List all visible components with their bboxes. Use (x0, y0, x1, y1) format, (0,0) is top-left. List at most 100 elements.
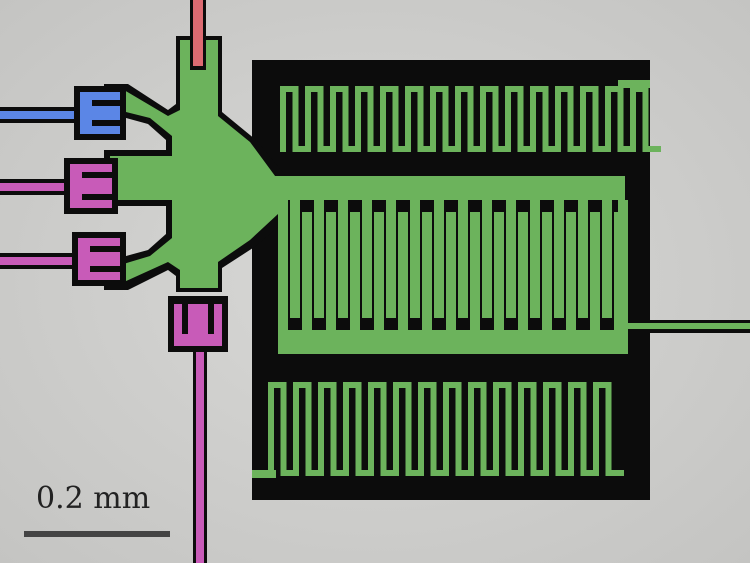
upper-meander-bottom (392, 146, 411, 152)
finger-down (482, 200, 492, 318)
finger-down (362, 200, 372, 318)
upper-meander-top (480, 86, 499, 92)
pad-magenta-bottom (168, 296, 228, 352)
upper-meander-bottom (492, 146, 511, 152)
lower-meander-left (293, 382, 299, 476)
finger-down (458, 200, 468, 318)
lower-meander-top (443, 382, 462, 388)
lower-meander-bottom (455, 470, 474, 476)
upper-meander-top (355, 86, 374, 92)
finger-down (386, 200, 396, 318)
finger-down (314, 200, 324, 318)
finger-down (338, 200, 348, 318)
lower-meander-right (330, 382, 337, 476)
upper-meander-top (430, 86, 449, 92)
lower-meander-left (518, 382, 524, 476)
lower-meander-top (268, 382, 287, 388)
upper-meander-left (580, 86, 586, 152)
lower-meander-right (580, 382, 587, 476)
output-line (625, 323, 750, 329)
center-bus-bottom (278, 330, 628, 354)
upper-meander-right (492, 86, 499, 152)
finger-up (614, 212, 624, 330)
upper-meander-right (317, 86, 324, 152)
upper-meander-lead (618, 80, 650, 88)
upper-meander-left (405, 86, 411, 152)
finger-up (422, 212, 432, 330)
lower-meander-top (318, 382, 337, 388)
lower-meander-top (543, 382, 562, 388)
finger-down (578, 200, 588, 318)
upper-meander-bottom (642, 146, 661, 152)
upper-meander-left (455, 86, 461, 152)
lower-meander-right (380, 382, 387, 476)
red-line (193, 0, 203, 66)
lower-meander-bottom (405, 470, 424, 476)
pad-blue (74, 86, 126, 140)
scale-bar (24, 531, 170, 537)
upper-meander-bottom (467, 146, 486, 152)
lower-meander-top (568, 382, 587, 388)
lower-meander-left (368, 382, 374, 476)
lower-meander-right (530, 382, 537, 476)
finger-down (290, 200, 300, 318)
upper-meander-bottom (417, 146, 436, 152)
finger-up (374, 212, 384, 330)
center-bus-top (250, 176, 625, 200)
upper-meander-right (417, 86, 424, 152)
lower-meander-top (293, 382, 312, 388)
upper-meander-left (305, 86, 311, 152)
lower-meander-bottom (280, 470, 299, 476)
bottom-line (196, 300, 204, 563)
lower-meander-bottom (530, 470, 549, 476)
upper-meander-top (280, 86, 299, 92)
upper-meander-right (467, 86, 474, 152)
lower-meander-bottom (305, 470, 324, 476)
interdigitated-capacitor (250, 80, 661, 478)
upper-meander-bottom (517, 146, 536, 152)
lower-meander-left (418, 382, 424, 476)
lower-meander-left (343, 382, 349, 476)
lower-meander-left (443, 382, 449, 476)
upper-meander-right (392, 86, 399, 152)
lower-meander-lead (252, 470, 276, 478)
lower-meander-right (555, 382, 562, 476)
finger-up (302, 212, 312, 330)
lower-meander-left (568, 382, 574, 476)
lower-meander-right (480, 382, 487, 476)
upper-meander-left (280, 86, 286, 152)
lower-meander-left (393, 382, 399, 476)
lower-meander-top (393, 382, 412, 388)
lower-meander-top (343, 382, 362, 388)
lower-meander-right (605, 382, 612, 476)
lower-meander-top (518, 382, 537, 388)
upper-meander-top (505, 86, 524, 92)
finger-down (410, 200, 420, 318)
magenta-line-2 (0, 257, 76, 265)
upper-meander-bottom (342, 146, 361, 152)
finger-up (350, 212, 360, 330)
upper-meander-bottom (617, 146, 636, 152)
upper-meander-left (480, 86, 486, 152)
upper-meander-top (630, 86, 649, 92)
upper-meander-right (542, 86, 549, 152)
upper-meander-left (355, 86, 361, 152)
lower-meander-right (280, 382, 287, 476)
upper-meander-bottom (317, 146, 336, 152)
lower-meander-top (368, 382, 387, 388)
upper-meander-left (530, 86, 536, 152)
lower-meander-top (593, 382, 612, 388)
upper-meander-left (430, 86, 436, 152)
finger-up (566, 212, 576, 330)
magenta-line-1 (0, 183, 76, 191)
lower-meander-bottom (505, 470, 524, 476)
upper-meander-bottom (442, 146, 461, 152)
center-tail (278, 200, 288, 354)
lower-meander-left (468, 382, 474, 476)
finger-up (398, 212, 408, 330)
upper-meander-right (342, 86, 349, 152)
upper-meander-top (555, 86, 574, 92)
upper-meander-bottom (567, 146, 586, 152)
